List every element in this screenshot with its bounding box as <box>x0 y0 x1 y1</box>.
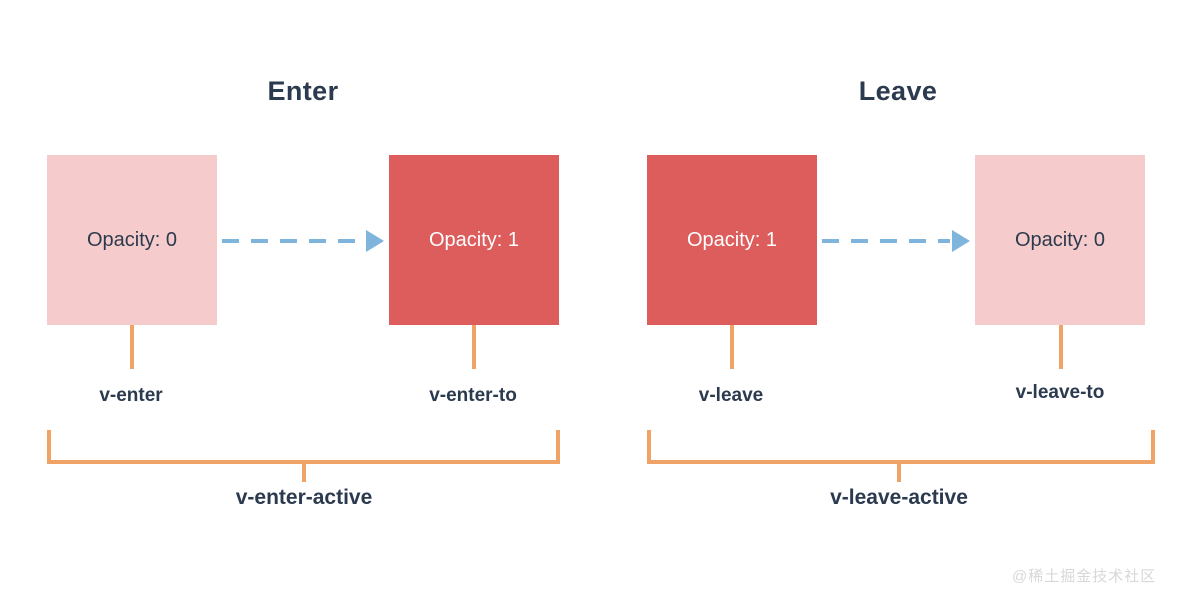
state-box-v-leave-to: Opacity: 0 <box>975 155 1145 325</box>
section-title-leave: Leave <box>858 76 938 106</box>
connector-line-v-enter-to <box>472 325 476 369</box>
state-box-label-opacity: Opacity: 1 <box>686 229 778 251</box>
watermark: @稀土掘金技术社区 <box>1012 568 1157 585</box>
arrow-head-icon <box>952 230 970 252</box>
class-label-v-leave: v-leave <box>698 385 764 406</box>
state-box-v-leave: Opacity: 1 <box>647 155 817 325</box>
class-label-v-enter: v-enter <box>99 385 163 406</box>
class-label-v-enter-to: v-enter-to <box>429 385 517 406</box>
connector-line-v-enter-active <box>302 463 306 482</box>
arrow-dashed-line-icon <box>822 239 950 243</box>
state-box-label-opacity: Opacity: 0 <box>86 229 178 251</box>
connector-line-v-leave-active <box>897 463 901 482</box>
connector-line-v-enter <box>130 325 134 369</box>
transition-arrow-enter <box>222 229 384 253</box>
arrow-head-icon <box>366 230 384 252</box>
bracket-v-leave-active <box>647 430 1155 464</box>
transition-arrow-leave <box>822 229 970 253</box>
class-label-v-leave-to: v-leave-to <box>1015 382 1105 403</box>
state-box-v-enter: Opacity: 0 <box>47 155 217 325</box>
class-label-v-leave-active: v-leave-active <box>830 486 968 509</box>
section-title-enter: Enter <box>267 76 339 106</box>
state-box-label-opacity: Opacity: 1 <box>428 229 520 251</box>
bracket-v-enter-active <box>47 430 560 464</box>
connector-line-v-leave-to <box>1059 325 1063 369</box>
state-box-v-enter-to: Opacity: 1 <box>389 155 559 325</box>
arrow-dashed-line-icon <box>222 239 364 243</box>
state-box-label-opacity: Opacity: 0 <box>1014 229 1106 251</box>
connector-line-v-leave <box>730 325 734 369</box>
class-label-v-enter-active: v-enter-active <box>235 486 373 509</box>
